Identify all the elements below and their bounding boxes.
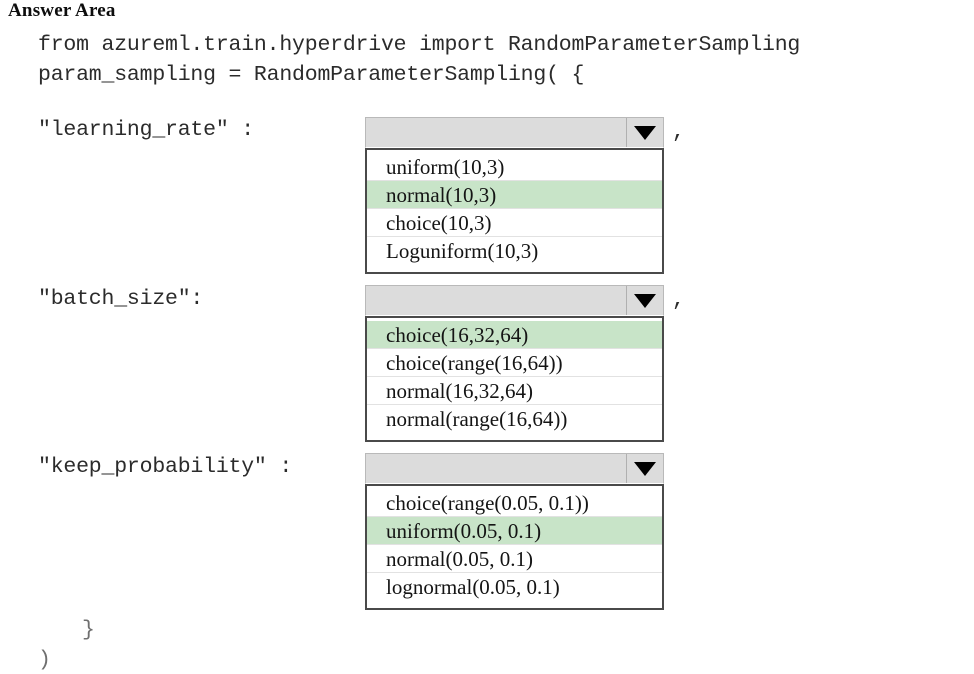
- caret-glyph: [634, 461, 656, 476]
- comma-after-batch-size: ,: [672, 288, 685, 312]
- dropdown-option[interactable]: normal(16,32,64): [367, 377, 662, 405]
- dropdown-option[interactable]: uniform(10,3): [367, 153, 662, 181]
- dropdown-keep-probability[interactable]: choice(range(0.05, 0.1)) uniform(0.05, 0…: [365, 453, 664, 610]
- dropdown-batch-size-value: [366, 286, 626, 315]
- dropdown-batch-size[interactable]: choice(16,32,64) choice(range(16,64)) no…: [365, 285, 664, 442]
- dropdown-learning-rate-list[interactable]: uniform(10,3) normal(10,3) choice(10,3) …: [365, 148, 664, 274]
- dropdown-option[interactable]: choice(range(0.05, 0.1)): [367, 489, 662, 517]
- dropdown-option[interactable]: lognormal(0.05, 0.1): [367, 573, 662, 601]
- chevron-down-icon[interactable]: [626, 286, 663, 315]
- dropdown-batch-size-header[interactable]: [365, 285, 664, 316]
- dropdown-learning-rate-header[interactable]: [365, 117, 664, 148]
- dropdown-option[interactable]: normal(0.05, 0.1): [367, 545, 662, 573]
- param-label-keep-probability: "keep_probability" :: [38, 455, 293, 479]
- dropdown-option[interactable]: choice(range(16,64)): [367, 349, 662, 377]
- param-label-learning-rate: "learning_rate" :: [38, 118, 254, 142]
- dropdown-option-selected[interactable]: uniform(0.05, 0.1): [367, 517, 662, 545]
- comma-after-learning-rate: ,: [672, 120, 685, 144]
- dropdown-keep-probability-value: [366, 454, 626, 483]
- chevron-down-icon[interactable]: [626, 454, 663, 483]
- code-line-import: from azureml.train.hyperdrive import Ran…: [38, 33, 801, 57]
- dropdown-keep-probability-list[interactable]: choice(range(0.05, 0.1)) uniform(0.05, 0…: [365, 484, 664, 610]
- code-line-close-brace: }: [82, 618, 95, 642]
- dropdown-option[interactable]: Loguniform(10,3): [367, 237, 662, 265]
- dropdown-option[interactable]: choice(10,3): [367, 209, 662, 237]
- caret-glyph: [634, 125, 656, 140]
- caret-glyph: [634, 293, 656, 308]
- code-line-assignment: param_sampling = RandomParameterSampling…: [38, 63, 585, 87]
- param-label-batch-size: "batch_size":: [38, 287, 204, 311]
- dropdown-learning-rate[interactable]: uniform(10,3) normal(10,3) choice(10,3) …: [365, 117, 664, 274]
- dropdown-batch-size-list[interactable]: choice(16,32,64) choice(range(16,64)) no…: [365, 316, 664, 442]
- dropdown-option-selected[interactable]: choice(16,32,64): [367, 321, 662, 349]
- code-line-close-paren: ): [38, 648, 51, 672]
- page-title: Answer Area: [8, 0, 116, 21]
- dropdown-option-selected[interactable]: normal(10,3): [367, 181, 662, 209]
- dropdown-keep-probability-header[interactable]: [365, 453, 664, 484]
- dropdown-option[interactable]: normal(range(16,64)): [367, 405, 662, 433]
- chevron-down-icon[interactable]: [626, 118, 663, 147]
- dropdown-learning-rate-value: [366, 118, 626, 147]
